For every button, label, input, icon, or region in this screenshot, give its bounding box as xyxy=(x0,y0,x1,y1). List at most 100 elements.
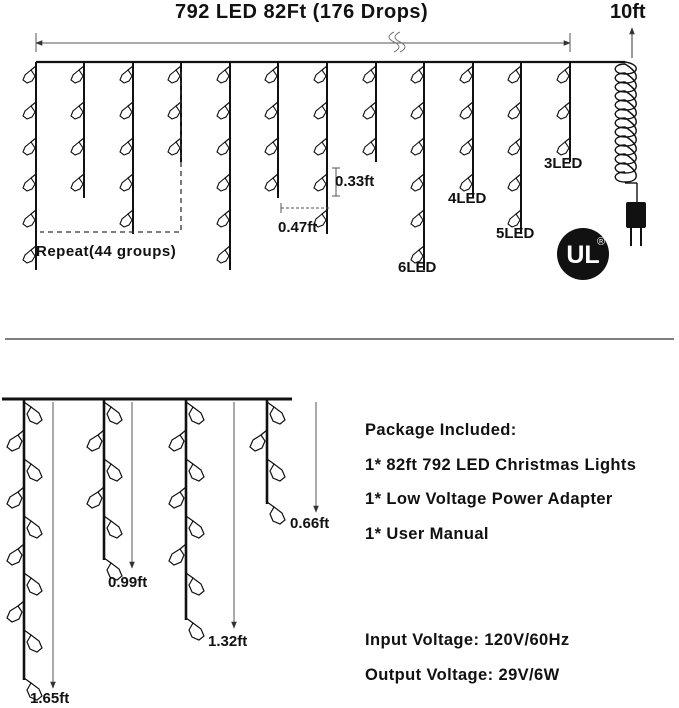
led-bulb-icon xyxy=(103,458,123,482)
led-bulb-icon xyxy=(119,137,134,156)
led-bulb-icon xyxy=(362,65,377,84)
led-bulb-icon xyxy=(264,65,279,84)
led-bulb-icon xyxy=(167,137,182,156)
led-bulb-icon xyxy=(264,173,279,192)
led-bulb-icon xyxy=(23,677,43,701)
led-bulb-icon xyxy=(22,209,37,228)
bottom-drops xyxy=(6,399,286,701)
led-bulb-icon xyxy=(507,173,522,192)
led-bulb-icon xyxy=(313,65,328,84)
led-bulb-icon xyxy=(216,65,231,84)
led-bulb-icon xyxy=(216,209,231,228)
led-bulb-icon xyxy=(23,572,43,596)
led-bulb-icon xyxy=(103,557,123,581)
led-bulb-icon xyxy=(410,173,425,192)
led-bulb-icon xyxy=(22,245,37,264)
led-bulb-icon xyxy=(459,101,474,120)
led-label-4: 4LED xyxy=(448,190,487,207)
led-label-5: 5LED xyxy=(496,225,535,242)
led-bulb-icon xyxy=(410,101,425,120)
led-bulb-icon xyxy=(266,401,286,425)
spacing-horizontal-label: 0.47ft xyxy=(278,219,318,236)
drop-length-0.66: 0.66ft xyxy=(290,515,330,532)
led-bulb-icon xyxy=(168,486,187,509)
led-bulb-icon xyxy=(410,245,425,264)
led-label-3: 3LED xyxy=(544,155,583,172)
led-bulb-icon xyxy=(119,173,134,192)
led-bulb-icon xyxy=(185,617,205,641)
top-drops xyxy=(22,62,571,270)
led-bulb-icon xyxy=(23,515,43,539)
led-bulb-icon xyxy=(459,65,474,84)
package-item-manual: 1* User Manual xyxy=(365,525,489,543)
bottom-drop xyxy=(6,399,43,701)
led-bulb-icon xyxy=(556,137,571,156)
top-drop xyxy=(119,62,134,234)
led-bulb-icon xyxy=(23,629,43,653)
product-title: 792 LED 82Ft (176 Drops) xyxy=(175,1,429,23)
led-bulb-icon xyxy=(168,429,187,452)
bottom-drop xyxy=(168,399,205,641)
top-drop xyxy=(313,62,328,234)
led-bulb-icon xyxy=(185,515,205,539)
top-drop xyxy=(167,62,182,162)
led-bulb-icon xyxy=(459,173,474,192)
led-bulb-icon xyxy=(266,501,286,525)
led-bulb-icon xyxy=(507,209,522,228)
package-item-lights: 1* 82ft 792 LED Christmas Lights xyxy=(365,456,637,474)
led-bulb-icon xyxy=(216,101,231,120)
led-bulb-icon xyxy=(185,401,205,425)
led-bulb-icon xyxy=(23,458,43,482)
led-bulb-icon xyxy=(22,173,37,192)
led-bulb-icon xyxy=(507,101,522,120)
led-bulb-icon xyxy=(167,65,182,84)
led-bulb-icon xyxy=(103,515,123,539)
led-bulb-icon xyxy=(216,245,231,264)
led-bulb-icon xyxy=(86,429,105,452)
top-drop xyxy=(264,62,279,198)
led-bulb-icon xyxy=(86,486,105,509)
led-bulb-icon xyxy=(22,65,37,84)
led-bulb-icon xyxy=(23,401,43,425)
top-drop xyxy=(459,62,474,198)
led-bulb-icon xyxy=(103,401,123,425)
top-drop xyxy=(410,62,425,270)
input-voltage: Input Voltage: 120V/60Hz xyxy=(365,631,570,649)
led-bulb-icon xyxy=(70,173,85,192)
led-bulb-icon xyxy=(266,458,286,482)
led-bulb-icon xyxy=(22,101,37,120)
led-bulb-icon xyxy=(313,209,328,228)
drop-length-0.99: 0.99ft xyxy=(108,574,148,591)
led-bulb-icon xyxy=(362,137,377,156)
led-bulb-icon xyxy=(556,65,571,84)
top-drop xyxy=(362,62,377,162)
ul-certification-logo: UL ® xyxy=(557,228,609,280)
led-bulb-icon xyxy=(410,137,425,156)
led-bulb-icon xyxy=(6,486,25,509)
led-bulb-icon xyxy=(507,65,522,84)
top-drop xyxy=(216,62,231,270)
led-bulb-icon xyxy=(70,101,85,120)
led-bulb-icon xyxy=(507,137,522,156)
led-bulb-icon xyxy=(216,137,231,156)
package-title: Package Included: xyxy=(365,421,517,439)
led-bulb-icon xyxy=(6,429,25,452)
led-bulb-icon xyxy=(70,65,85,84)
led-bulb-icon xyxy=(313,173,328,192)
led-bulb-icon xyxy=(22,137,37,156)
top-drop xyxy=(70,62,85,198)
led-bulb-icon xyxy=(6,600,25,623)
top-drop xyxy=(22,62,37,270)
led-bulb-icon xyxy=(459,137,474,156)
led-bulb-icon xyxy=(6,543,25,566)
led-bulb-icon xyxy=(556,101,571,120)
led-bulb-icon xyxy=(410,209,425,228)
output-voltage: Output Voltage: 29V/6W xyxy=(365,666,560,684)
led-bulb-icon xyxy=(168,543,187,566)
repeat-bracket xyxy=(40,72,182,233)
led-bulb-icon xyxy=(313,137,328,156)
led-bulb-icon xyxy=(410,65,425,84)
led-bulb-icon xyxy=(70,137,85,156)
top-drop xyxy=(507,62,522,234)
